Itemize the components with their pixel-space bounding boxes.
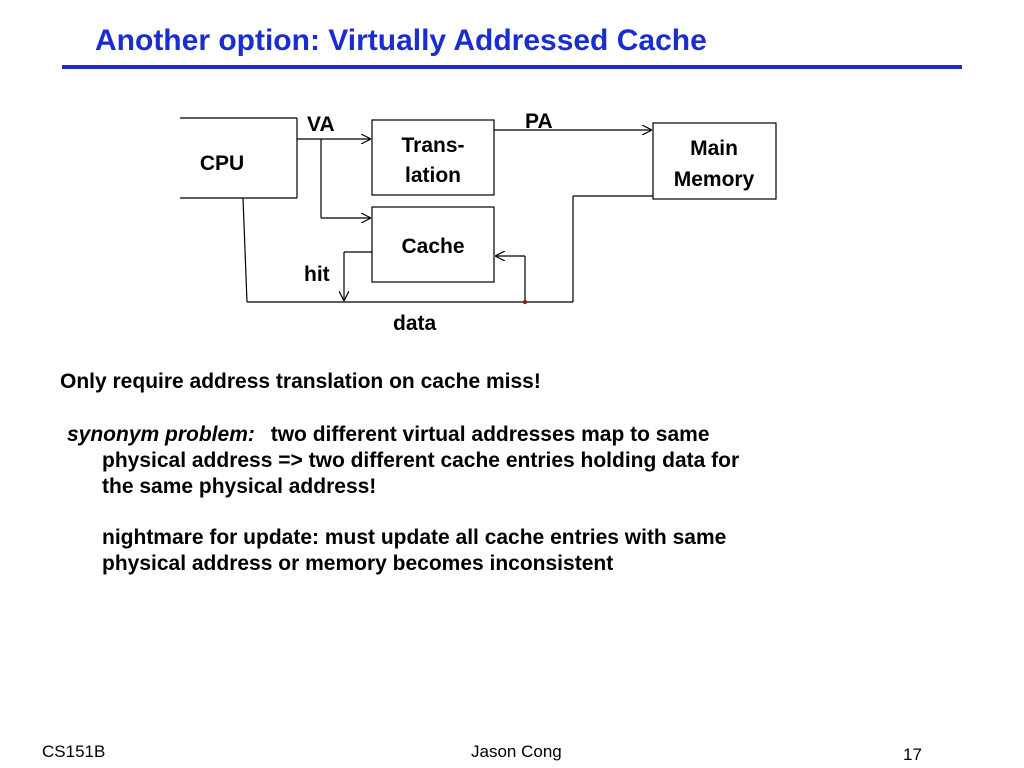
translation-label-2: lation xyxy=(405,164,461,187)
main-memory-box xyxy=(652,122,777,200)
translation-label-1: Trans- xyxy=(401,134,464,157)
data-label: data xyxy=(393,312,437,335)
cache-box xyxy=(371,206,495,283)
junction-dot xyxy=(522,299,528,305)
memory-label-2: Memory xyxy=(674,168,755,191)
footer-author: Jason Cong xyxy=(471,742,562,761)
pa-label: PA xyxy=(525,110,553,133)
hit-label: hit xyxy=(304,263,330,286)
synonym-line-1: synonym problem: two different virtual a… xyxy=(67,422,710,448)
synonym-term: synonym problem: xyxy=(67,423,255,446)
nightmare-line-2: physical address or memory becomes incon… xyxy=(102,552,614,575)
memory-label-1: Main xyxy=(690,137,738,160)
nightmare-line-1: nightmare for update: must update all ca… xyxy=(102,526,727,549)
va-label: VA xyxy=(307,113,335,136)
cpu-box xyxy=(180,117,298,199)
slide-title: Another option: Virtually Addressed Cach… xyxy=(95,24,707,57)
point-address-translation: Only require address translation on cach… xyxy=(60,370,541,393)
translation-box xyxy=(371,119,495,196)
footer-page-number: 17 xyxy=(903,745,922,764)
synonym-line-2: physical address => two different cache … xyxy=(102,449,740,472)
synonym-line-3: the same physical address! xyxy=(102,475,377,498)
title-underline xyxy=(62,65,962,69)
synonym-text-1: two different virtual addresses map to s… xyxy=(270,423,710,446)
cache-label: Cache xyxy=(401,235,464,258)
cpu-label: CPU xyxy=(200,152,244,175)
footer-course: CS151B xyxy=(42,742,106,761)
data-bus-left xyxy=(242,197,248,303)
